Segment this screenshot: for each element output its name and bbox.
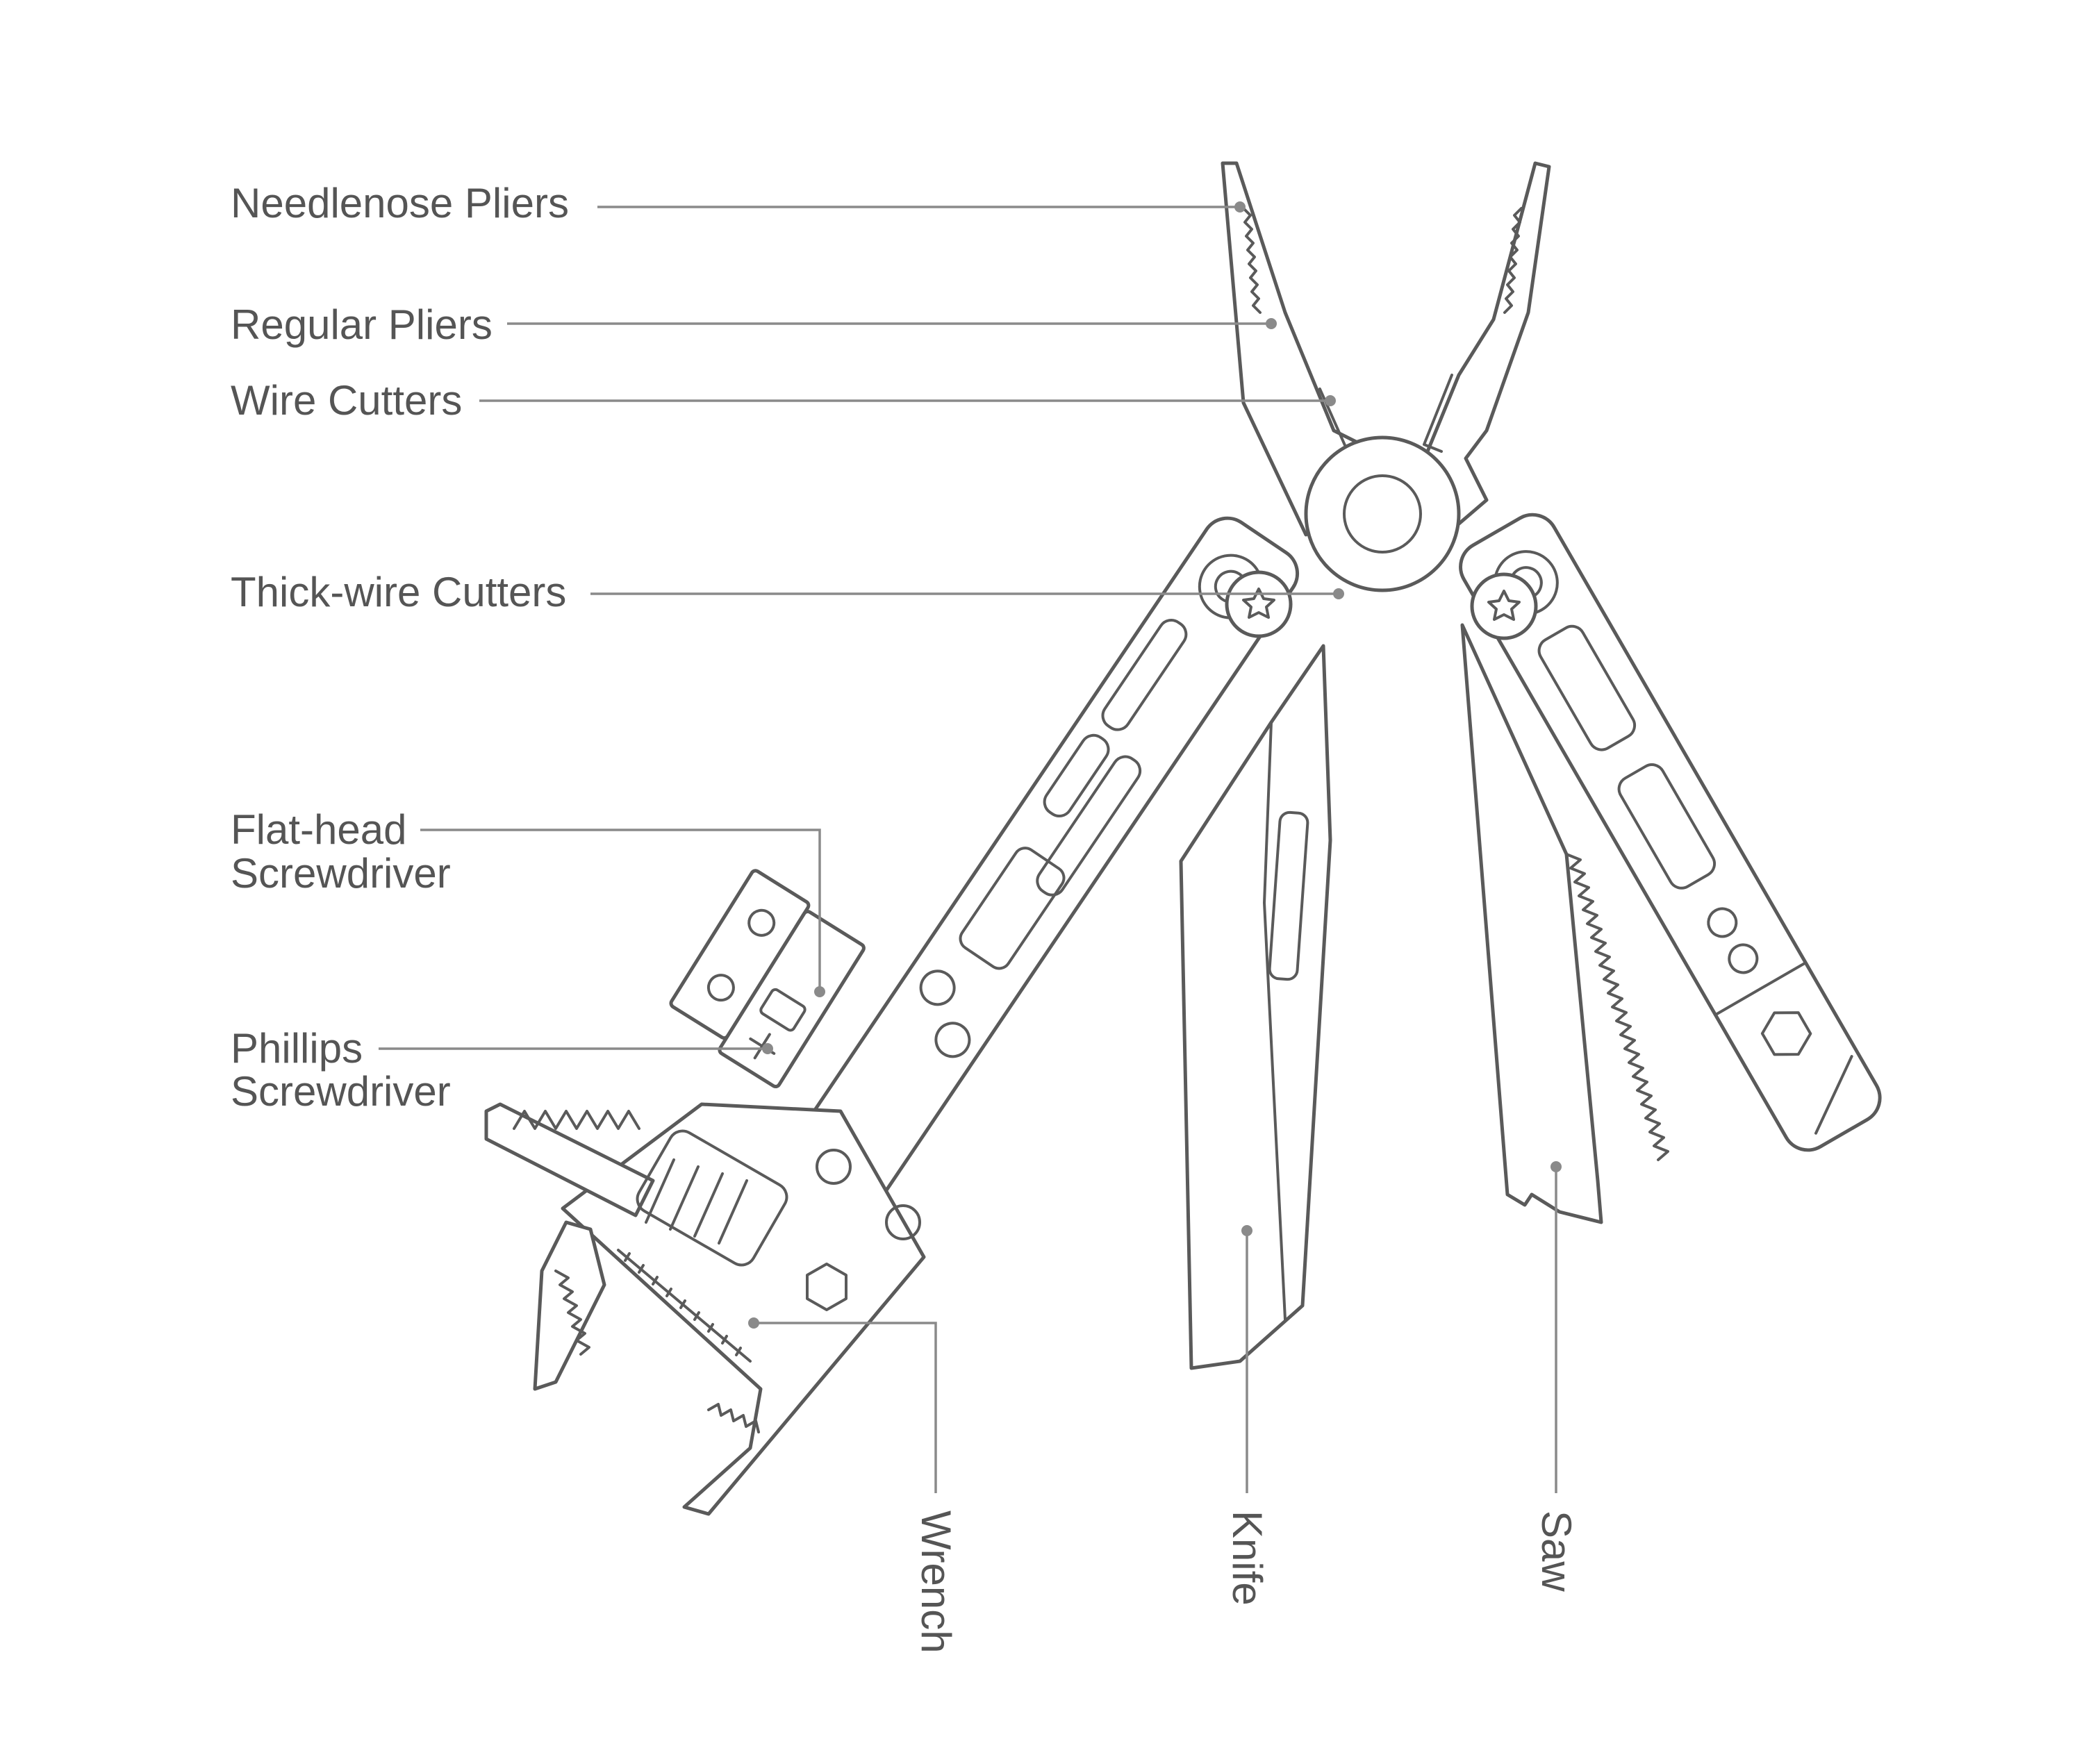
wrench [484,1102,926,1516]
label-phillips-line1: Phillips [231,1025,363,1072]
labels: Needlenose Pliers Regular Pliers Wire Cu… [231,180,1580,1654]
knife-blade [1179,644,1332,1370]
multitool-illustration [484,161,1882,1516]
leader-dot-regular-pliers [1266,318,1277,329]
label-phillips-line2: Screwdriver [231,1068,451,1115]
label-flat-head-line2: Screwdriver [231,850,451,897]
leader-dot-needlenose-pliers [1234,201,1246,213]
leader-dot-thick-wire-cutters [1333,588,1344,599]
leader-dot-flat-head-screwdriver [814,986,825,997]
saw-blade [1460,623,1669,1224]
screwdriver-bits [669,869,866,1089]
label-saw: Saw [1533,1511,1580,1592]
label-thick-wire-cutters: Thick-wire Cutters [231,569,566,615]
leader-dot-phillips-screwdriver [762,1043,773,1054]
label-regular-pliers: Regular Pliers [231,301,493,348]
leader-flat-head-screwdriver [420,829,821,992]
label-knife: Knife [1224,1511,1271,1606]
label-flat-head-line1: Flat-head [231,806,406,853]
right-handle [1459,513,1882,1152]
leader-dot-saw [1550,1161,1562,1172]
label-wrench: Wrench [913,1511,959,1654]
leader-dot-wrench [748,1317,759,1329]
leader-dot-wire-cutters [1325,395,1336,406]
label-wire-cutters: Wire Cutters [231,377,462,424]
leader-dot-knife [1241,1225,1252,1236]
leader-lines [379,201,1562,1493]
torx-screws [1225,570,1538,640]
leader-wrench [754,1322,937,1493]
pliers-pivot [1304,435,1461,592]
label-needlenose-pliers: Needlenose Pliers [231,180,569,226]
